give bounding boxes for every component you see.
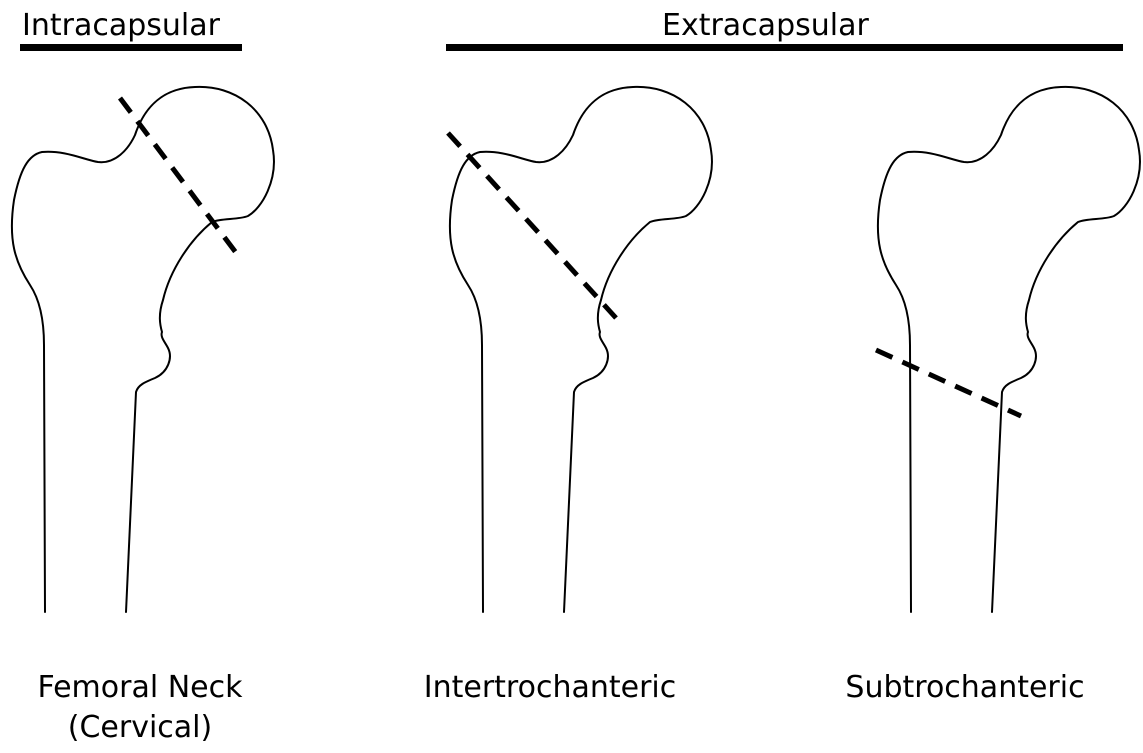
caption-subtrochanteric-line1: Subtrochanteric	[820, 668, 1110, 708]
caption-femoral-neck-line2: (Cervical)	[10, 708, 270, 748]
femur-femoral-neck	[12, 87, 274, 612]
femur-intertrochanteric	[448, 87, 712, 612]
caption-femoral-neck-line1: Femoral Neck	[10, 668, 270, 708]
caption-subtrochanteric: Subtrochanteric	[820, 668, 1110, 708]
fracture-line-subtrochanteric	[876, 350, 1021, 416]
femur-outline	[450, 87, 712, 612]
caption-intertrochanteric: Intertrochanteric	[405, 668, 695, 708]
femur-subtrochanteric	[876, 87, 1140, 612]
femur-outline	[878, 87, 1140, 612]
caption-intertrochanteric-line1: Intertrochanteric	[405, 668, 695, 708]
caption-femoral-neck: Femoral Neck (Cervical)	[10, 668, 270, 748]
fracture-line-femoral-neck	[120, 98, 240, 258]
femur-outline	[12, 87, 274, 612]
